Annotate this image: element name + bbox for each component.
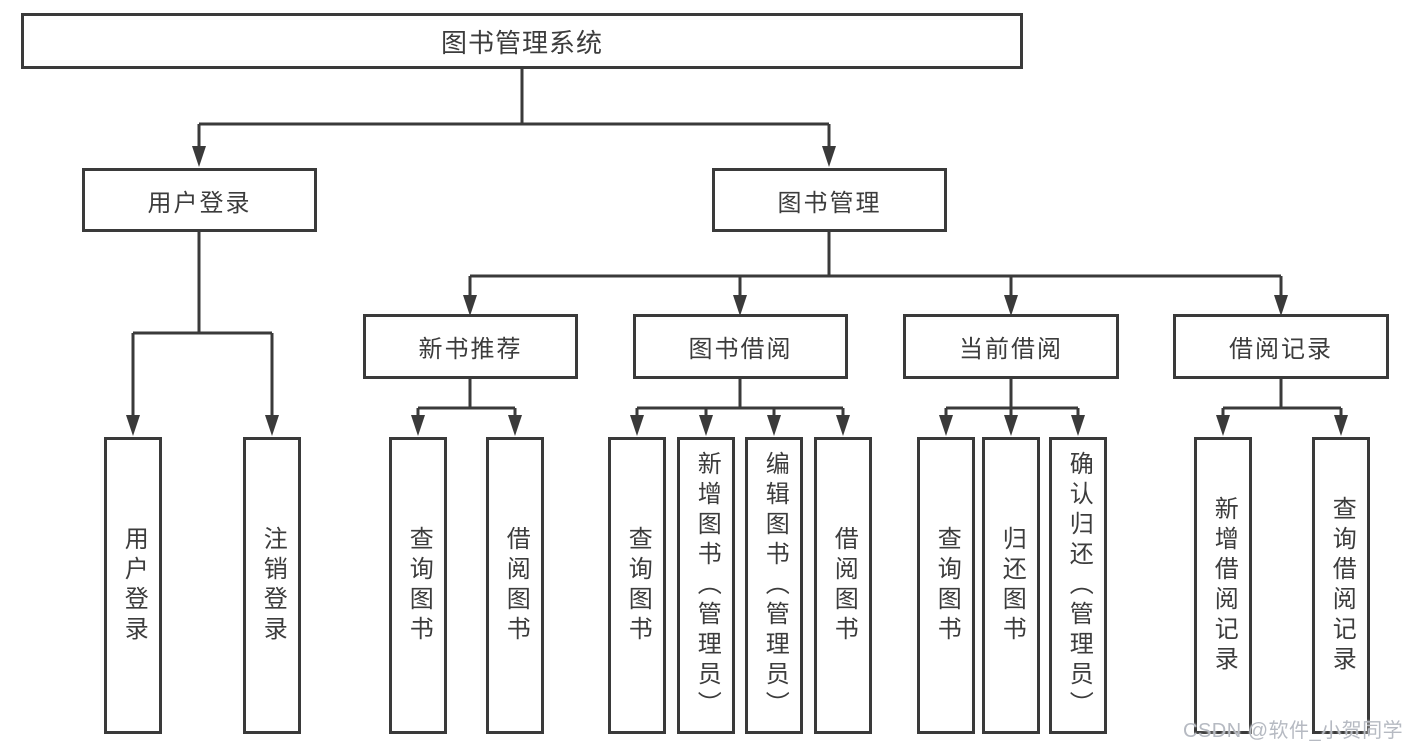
node-borrow-records-label: 借阅记录 xyxy=(1229,336,1333,363)
leaf-borrow-books-label: 借阅图书 xyxy=(830,525,858,646)
node-borrow-records: 借阅记录 xyxy=(1173,314,1389,379)
leaf-return-books: 归还图书 xyxy=(982,437,1040,734)
node-book-borrow: 图书借阅 xyxy=(633,314,848,379)
node-current-borrow: 当前借阅 xyxy=(903,314,1119,379)
leaf-logout-label: 注销登录 xyxy=(259,525,287,646)
node-system-root: 图书管理系统 xyxy=(21,13,1023,69)
leaf-add-borrow-record-label: 新增借阅记录 xyxy=(1210,495,1238,676)
leaf-query-borrow-record-label: 查询借阅记录 xyxy=(1328,495,1356,676)
node-book-management: 图书管理 xyxy=(712,168,947,232)
leaf-confirm-return-admin-label: 确认归还（管理员） xyxy=(1065,450,1093,721)
leaf-edit-books-admin-label: 编辑图书（管理员） xyxy=(761,450,789,721)
node-book-management-label: 图书管理 xyxy=(777,189,882,217)
leaf-borrow-books-recommend-label: 借阅图书 xyxy=(502,525,530,646)
node-book-borrow-label: 图书借阅 xyxy=(688,336,793,363)
node-user-login-label: 用户登录 xyxy=(147,189,252,217)
leaf-return-books-label: 归还图书 xyxy=(998,525,1026,646)
leaf-query-books-current-label: 查询图书 xyxy=(933,525,961,646)
node-system-root-label: 图书管理系统 xyxy=(440,27,603,58)
leaf-query-books-recommend-label: 查询图书 xyxy=(405,525,433,646)
leaf-edit-books-admin: 编辑图书（管理员） xyxy=(745,437,803,734)
node-current-borrow-label: 当前借阅 xyxy=(959,336,1063,363)
leaf-logout: 注销登录 xyxy=(243,437,301,734)
leaf-add-books-admin-label: 新增图书（管理员） xyxy=(693,450,721,721)
leaf-user-login-label: 用户登录 xyxy=(120,525,148,646)
leaf-user-login: 用户登录 xyxy=(104,437,162,734)
leaf-add-books-admin: 新增图书（管理员） xyxy=(677,437,735,734)
node-new-book-recommend: 新书推荐 xyxy=(363,314,578,379)
leaf-borrow-books: 借阅图书 xyxy=(814,437,872,734)
node-new-book-recommend-label: 新书推荐 xyxy=(418,336,523,363)
leaf-add-borrow-record: 新增借阅记录 xyxy=(1194,437,1252,734)
node-user-login: 用户登录 xyxy=(82,168,317,232)
leaf-borrow-books-recommend: 借阅图书 xyxy=(486,437,544,734)
leaf-confirm-return-admin: 确认归还（管理员） xyxy=(1049,437,1107,734)
csdn-watermark: CSDN @软件_小贺同学 xyxy=(1183,720,1404,742)
leaf-query-books-recommend: 查询图书 xyxy=(389,437,447,734)
leaf-query-books-current: 查询图书 xyxy=(917,437,975,734)
leaf-query-borrow-record: 查询借阅记录 xyxy=(1312,437,1370,734)
leaf-query-books-borrow: 查询图书 xyxy=(608,437,666,734)
leaf-query-books-borrow-label: 查询图书 xyxy=(624,525,652,646)
